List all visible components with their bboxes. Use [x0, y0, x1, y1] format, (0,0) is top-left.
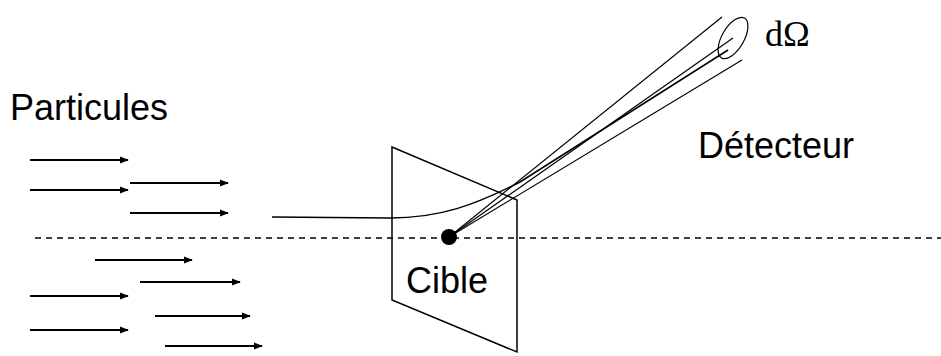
plate-outline: [390, 145, 520, 355]
target-dot: [441, 229, 457, 245]
detector-label: Détecteur: [698, 126, 854, 166]
particle-arrows: [30, 160, 262, 346]
particles-label: Particules: [10, 88, 168, 128]
axis-line: [35, 237, 941, 239]
detector-cone: [449, 13, 754, 237]
plate-shape: [392, 147, 517, 352]
solid-angle-label: dΩ: [765, 15, 810, 55]
target-label: Cible: [406, 261, 488, 301]
target-plate: Cible: [390, 145, 520, 355]
